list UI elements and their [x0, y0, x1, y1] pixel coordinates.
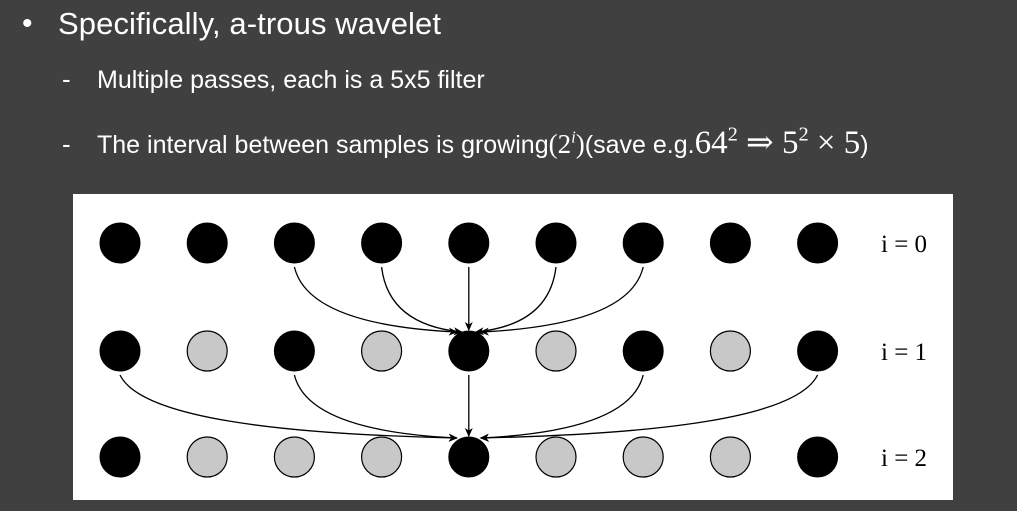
labels-layer: i = 0 i = 1 i = 2 [881, 231, 927, 472]
sample-dot-row0-2-black [273, 222, 315, 264]
sample-dot-row2-7-gray [709, 436, 752, 478]
sample-dot-row1-0-black [99, 330, 141, 372]
sub-bullet-sample-interval: - The interval between samples is growin… [62, 122, 869, 168]
bullet-dot: • [22, 7, 33, 40]
sample-dot-row2-0-black [99, 436, 141, 478]
sample-dot-row1-2-black [273, 330, 315, 372]
math-cost-formula: 642 ⇒ 52 × 5 [694, 123, 861, 161]
connection-arrow-0-2 [293, 266, 458, 336]
sample-dot-row0-4-black [448, 222, 490, 264]
level-label-row2: i = 2 [881, 445, 927, 472]
level-label-row1: i = 1 [881, 339, 927, 366]
sample-dot-row0-6-black [622, 222, 664, 264]
sample-dot-row1-1-gray [186, 330, 228, 372]
arrows-layer [119, 266, 819, 442]
a-trous-diagram: i = 0 i = 1 i = 2 [73, 194, 953, 500]
sample-dot-row2-4-black [448, 436, 490, 478]
sub-bullet-dash: - [62, 129, 71, 159]
connection-arrow-0-5 [474, 266, 557, 336]
connection-arrow-0-3 [380, 266, 463, 336]
sample-dot-row1-7-gray [709, 330, 752, 372]
sample-dot-row2-3-gray [361, 436, 403, 478]
main-bullet: • Specifically, a-trous wavelet [22, 2, 441, 46]
connection-arrow-0-6 [479, 266, 644, 336]
sample-dot-row0-5-black [535, 222, 577, 264]
sample-dot-row0-0-black [99, 222, 141, 264]
sample-dot-row2-1-gray [186, 436, 228, 478]
sample-dot-row2-2-gray [273, 436, 315, 478]
sample-dot-row0-3-black [361, 222, 403, 264]
sub-bullet-text-after: ) [860, 131, 869, 159]
connection-arrow-1-2 [293, 374, 458, 442]
sample-dot-row1-4-black [448, 330, 490, 372]
sub-bullet-text-middle: (save e.g. [584, 131, 695, 159]
sample-dot-row0-1-black [186, 222, 228, 264]
connection-arrow-1-0 [119, 374, 458, 442]
sample-dot-row1-8-black [797, 330, 839, 372]
main-bullet-text: Specifically, a-trous wavelet [58, 6, 442, 41]
sub-bullet-filter-passes: - Multiple passes, each is a 5x5 filter [62, 64, 485, 104]
sub-bullet-dash: - [62, 64, 71, 94]
sample-dot-row1-5-gray [535, 330, 577, 372]
sample-dot-row0-8-black [797, 222, 839, 264]
sub-bullet-text-before: The interval between samples is growing [97, 131, 549, 159]
sub-bullet-text: Multiple passes, each is a 5x5 filter [97, 66, 485, 94]
dots-layer [99, 222, 839, 478]
sample-dot-row0-7-black [709, 222, 751, 264]
connection-arrow-1-6 [479, 374, 644, 442]
sample-dot-row1-6-black [622, 330, 664, 372]
a-trous-diagram-svg: i = 0 i = 1 i = 2 [99, 222, 927, 478]
sample-dot-row2-6-gray [622, 436, 664, 478]
sample-dot-row1-3-gray [361, 330, 403, 372]
sample-dot-row2-8-black [797, 436, 839, 478]
level-label-row0: i = 0 [881, 231, 927, 258]
math-interval-formula: (2i) [548, 127, 585, 159]
connection-arrow-1-8 [479, 374, 819, 442]
sample-dot-row2-5-gray [535, 436, 577, 478]
